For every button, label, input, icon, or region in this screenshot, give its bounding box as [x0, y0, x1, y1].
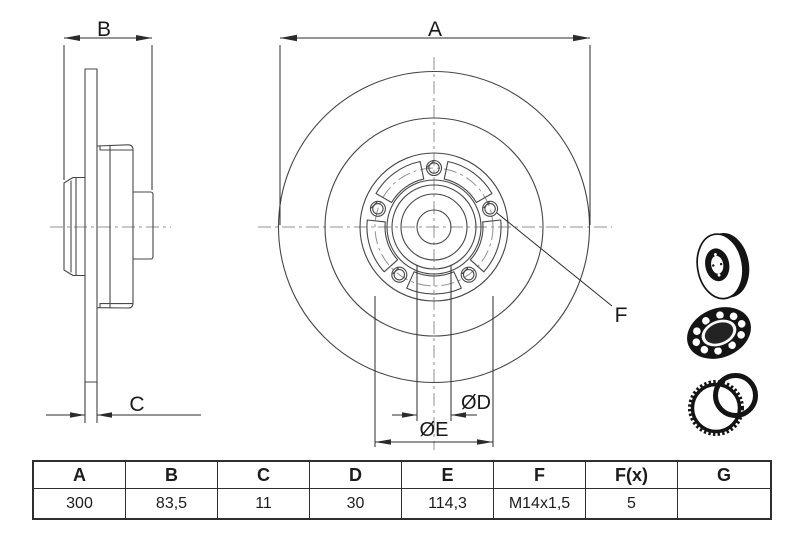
table-value-cell: [678, 489, 770, 518]
table-header-cell: G: [678, 462, 770, 489]
technical-drawing: A B C ØD: [46, 18, 758, 450]
hub-flange-edge: [359, 152, 509, 302]
table-header-cell: F(x): [586, 462, 678, 489]
bearing-stub-section: [132, 191, 154, 260]
dim-label-d: ØD: [461, 392, 491, 414]
table-header-cell: C: [218, 462, 310, 489]
toothed-ring: [688, 380, 744, 436]
dimension-c: C: [46, 382, 201, 423]
arrowhead: [64, 35, 80, 41]
dim-label-b: B: [97, 18, 111, 41]
table-value-cell: 30: [310, 489, 402, 518]
bolt-hole: [369, 200, 386, 217]
brake-disc-photo: [696, 232, 750, 300]
table-header-cell: F: [494, 462, 586, 489]
table-value-cell: 83,5: [126, 489, 218, 518]
dim-label-f: F: [615, 304, 628, 327]
abs-tone-ring-photo: [688, 373, 758, 436]
table-header-cell: B: [126, 462, 218, 489]
arrowhead: [70, 412, 85, 418]
arrowhead: [97, 412, 112, 418]
center-bore: [416, 209, 452, 245]
disc-outer-edge: [277, 70, 591, 384]
dim-label-e: ØE: [420, 419, 449, 441]
callout-f: F: [496, 212, 628, 327]
table-value-cell: 114,3: [402, 489, 494, 518]
table-value-cell: M14x1,5: [494, 489, 586, 518]
disc-plate-section: [84, 68, 98, 383]
bearing-outer-circle: [391, 184, 477, 270]
arrowhead: [402, 412, 417, 418]
leader-line: [496, 212, 613, 307]
arrowhead: [573, 34, 590, 42]
arrowhead: [451, 412, 466, 418]
table-header-cell: A: [34, 462, 126, 489]
table-header-cell: D: [310, 462, 402, 489]
bolt-circle-centerline: [374, 167, 494, 287]
dim-label-c: C: [129, 393, 144, 416]
arrowhead: [280, 34, 297, 42]
mount-flange-section: [63, 176, 86, 277]
table-header-cell: E: [402, 462, 494, 489]
bolt-hole: [482, 200, 499, 217]
table-value-cell: 11: [218, 489, 310, 518]
hub-drum-section: [96, 144, 134, 309]
wheel-bearing-photo: [687, 307, 751, 359]
bearing-inner-circle: [400, 193, 468, 261]
dim-label-a: A: [428, 18, 442, 41]
arrowhead: [136, 35, 152, 41]
spec-table: A B C D E F F(x) G 300 83,5 11 30 114,3 …: [32, 460, 772, 520]
braking-band-inner-edge: [324, 117, 544, 337]
seal-ring: [713, 373, 758, 418]
bolt-hole: [460, 266, 477, 283]
side-view: [50, 68, 171, 383]
table-value-cell: 300: [34, 489, 126, 518]
table-value-cell: 5: [586, 489, 678, 518]
bolt-holes: [369, 159, 499, 283]
arrowhead: [477, 439, 493, 445]
hub-boss-circle: [386, 179, 482, 275]
bolt-hole: [425, 159, 443, 177]
dimension-a: A: [279, 18, 591, 225]
front-view: [258, 57, 612, 450]
dimension-b: B: [63, 18, 153, 190]
dimension-d: ØD: [392, 265, 491, 421]
bolt-hole: [391, 266, 408, 283]
hub-cutouts: [366, 160, 502, 295]
dimension-e: ØE: [374, 296, 494, 447]
arrowhead: [375, 439, 391, 445]
